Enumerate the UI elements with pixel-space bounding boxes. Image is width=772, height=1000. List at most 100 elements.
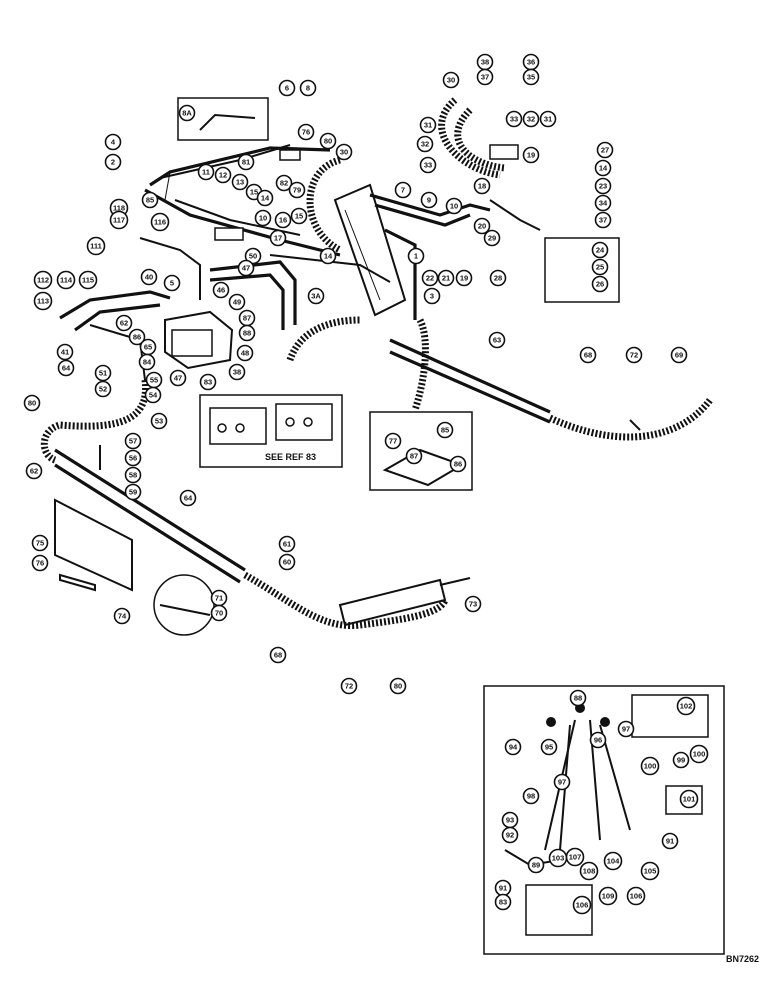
callout-label: 32: [421, 140, 429, 149]
callout-label: 17: [274, 234, 282, 243]
callout-label: 108: [583, 867, 596, 876]
callout-bubble: 49: [228, 293, 246, 311]
callout-bubble: 54: [144, 386, 162, 404]
callout-bubble: 33: [419, 156, 437, 174]
callout-label: 7: [401, 186, 405, 195]
callout-label: 114: [60, 276, 73, 285]
callout-label: 69: [675, 351, 683, 360]
callout-bubble: 63: [488, 331, 506, 349]
callout-bubble: 40: [140, 268, 158, 286]
callout-label: 92: [506, 831, 514, 840]
callout-bubble: 89: [527, 856, 545, 874]
bracket-inset: [369, 411, 473, 491]
callout-label: 47: [174, 374, 182, 383]
callout-bubble: 3: [423, 287, 441, 305]
callout-label: 106: [576, 901, 589, 910]
callout-bubble: 53: [150, 412, 168, 430]
callout-bubble: 61: [278, 535, 296, 553]
callout-label: 76: [302, 128, 310, 137]
callout-label: 40: [145, 273, 153, 282]
callout-bubble: 36: [522, 53, 540, 71]
callout-bubble: 111: [86, 236, 106, 256]
see-ref-note: SEE REF 83: [265, 452, 316, 462]
callout-bubble: 34: [594, 194, 612, 212]
callout-label: 65: [144, 343, 152, 352]
callout-bubble: 79: [288, 181, 306, 199]
callout-label: 62: [120, 319, 128, 328]
callout-label: 91: [666, 837, 674, 846]
callout-bubble: 72: [625, 346, 643, 364]
callout-bubble: 92: [501, 826, 519, 844]
callout-bubble: 47: [169, 369, 187, 387]
callout-label: 19: [460, 274, 468, 283]
callout-bubble: 37: [476, 68, 494, 86]
callout-label: 46: [217, 286, 225, 295]
callout-label: 96: [594, 736, 602, 745]
callout-label: 13: [236, 178, 244, 187]
callout-label: 58: [129, 471, 137, 480]
callout-bubble: 25: [591, 258, 609, 276]
callout-bubble: 51: [94, 364, 112, 382]
callout-bubble: 86: [128, 328, 146, 346]
callout-bubble: 68: [579, 346, 597, 364]
callout-bubble: 47: [237, 259, 255, 277]
callout-label: 80: [28, 399, 36, 408]
callout-label: 41: [61, 348, 69, 357]
callout-bubble: 11: [197, 163, 215, 181]
callout-bubble: 73: [464, 595, 482, 613]
callout-label: 80: [394, 682, 402, 691]
callout-bubble: 14: [319, 247, 337, 265]
callout-bubble: 82: [275, 174, 293, 192]
callout-bubble: 55: [145, 371, 163, 389]
callout-label: 107: [569, 853, 582, 862]
callout-bubble: 8A: [178, 104, 196, 122]
callout-bubble: 1: [407, 247, 425, 265]
callout-label: 75: [36, 539, 44, 548]
callout-label: 30: [447, 76, 455, 85]
callout-label: 3A: [311, 292, 321, 301]
callout-label: 60: [283, 558, 291, 567]
callout-bubble: 91: [494, 879, 512, 897]
callout-label: 32: [527, 115, 535, 124]
callout-label: 56: [129, 454, 137, 463]
callout-bubble: 88: [569, 689, 587, 707]
callout-bubble: 50: [244, 247, 262, 265]
valve-inset-panel: SEE REF 83: [199, 394, 343, 468]
callout-label: 73: [469, 600, 477, 609]
callout-bubble: 3A: [307, 287, 325, 305]
callout-label: 86: [133, 333, 141, 342]
callout-bubble: 28: [489, 269, 507, 287]
callout-label: 61: [283, 540, 291, 549]
callout-label: 15: [250, 188, 258, 197]
callout-bubble: 52: [94, 380, 112, 398]
callout-label: 62: [30, 467, 38, 476]
callout-label: 83: [499, 898, 507, 907]
callout-bubble: 32: [522, 110, 540, 128]
callout-bubble: 76: [297, 123, 315, 141]
callout-label: 36: [527, 58, 535, 67]
lower-boom-tube: [40, 379, 449, 630]
callout-bubble: 97: [553, 773, 571, 791]
callout-label: 22: [426, 274, 434, 283]
callout-label: 88: [243, 329, 251, 338]
callout-label: 50: [249, 252, 257, 261]
callout-label: 72: [345, 682, 353, 691]
callout-bubble: 100: [689, 744, 709, 764]
callout-label: 8A: [182, 109, 192, 118]
callout-label: 37: [599, 216, 607, 225]
callout-label: 71: [215, 594, 223, 603]
callout-bubble: 14: [594, 159, 612, 177]
callout-label: 79: [293, 186, 301, 195]
callout-label: 76: [36, 559, 44, 568]
callout-label: 4: [111, 138, 116, 147]
callout-label: 48: [241, 349, 249, 358]
callout-bubble: 64: [179, 489, 197, 507]
callout-bubble: 13: [231, 173, 249, 191]
callout-bubble: 100: [640, 756, 660, 776]
callout-bubble: 33: [505, 110, 523, 128]
callout-bubble: 94: [504, 738, 522, 756]
callout-bubble: 109: [598, 886, 618, 906]
callout-bubble: 72: [340, 677, 358, 695]
callout-bubble: 102: [676, 696, 696, 716]
